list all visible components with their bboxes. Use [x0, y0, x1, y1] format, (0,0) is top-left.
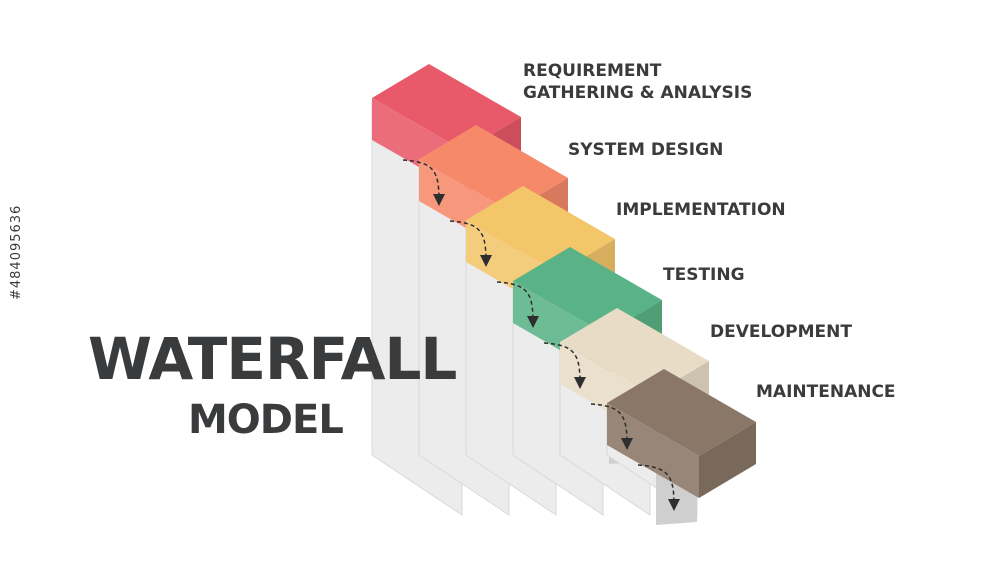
- step-label-line: GATHERING & ANALYSIS: [523, 83, 753, 103]
- title-model: MODEL: [188, 397, 344, 443]
- step-block-front-6: [607, 403, 699, 498]
- step-block-side-6: [699, 422, 756, 498]
- watermark-id: #484095636: [9, 204, 24, 300]
- flow-arrow-2: [449, 220, 492, 267]
- step-label-2: SYSTEM DESIGN: [568, 139, 723, 161]
- flow-arrow-1: [402, 159, 445, 206]
- step-block-top-1: [372, 64, 521, 151]
- step-label-line: MAINTENANCE: [756, 382, 896, 402]
- step-label-line: REQUIREMENT: [523, 61, 662, 81]
- flow-arrow-6: [637, 464, 680, 511]
- step-block-top-3: [466, 186, 615, 273]
- flow-arrow-3: [496, 281, 539, 328]
- step-label-3: IMPLEMENTATION: [616, 199, 786, 221]
- flow-arrow-5: [590, 403, 633, 450]
- step-label-line: IMPLEMENTATION: [616, 200, 786, 220]
- step-label-6: MAINTENANCE: [756, 381, 896, 403]
- step-label-line: TESTING: [663, 265, 745, 285]
- step-label-5: DEVELOPMENT: [710, 321, 852, 343]
- step-block-top-5: [560, 308, 709, 395]
- title-waterfall: WATERFALL: [88, 325, 457, 393]
- step-label-4: TESTING: [663, 264, 745, 286]
- flow-arrow-4: [543, 342, 586, 389]
- step-block-top-4: [513, 247, 662, 334]
- step-block-top-6: [607, 369, 756, 456]
- step-block-top-2: [419, 125, 568, 212]
- step-label-line: SYSTEM DESIGN: [568, 140, 724, 160]
- step-label-line: DEVELOPMENT: [710, 322, 852, 342]
